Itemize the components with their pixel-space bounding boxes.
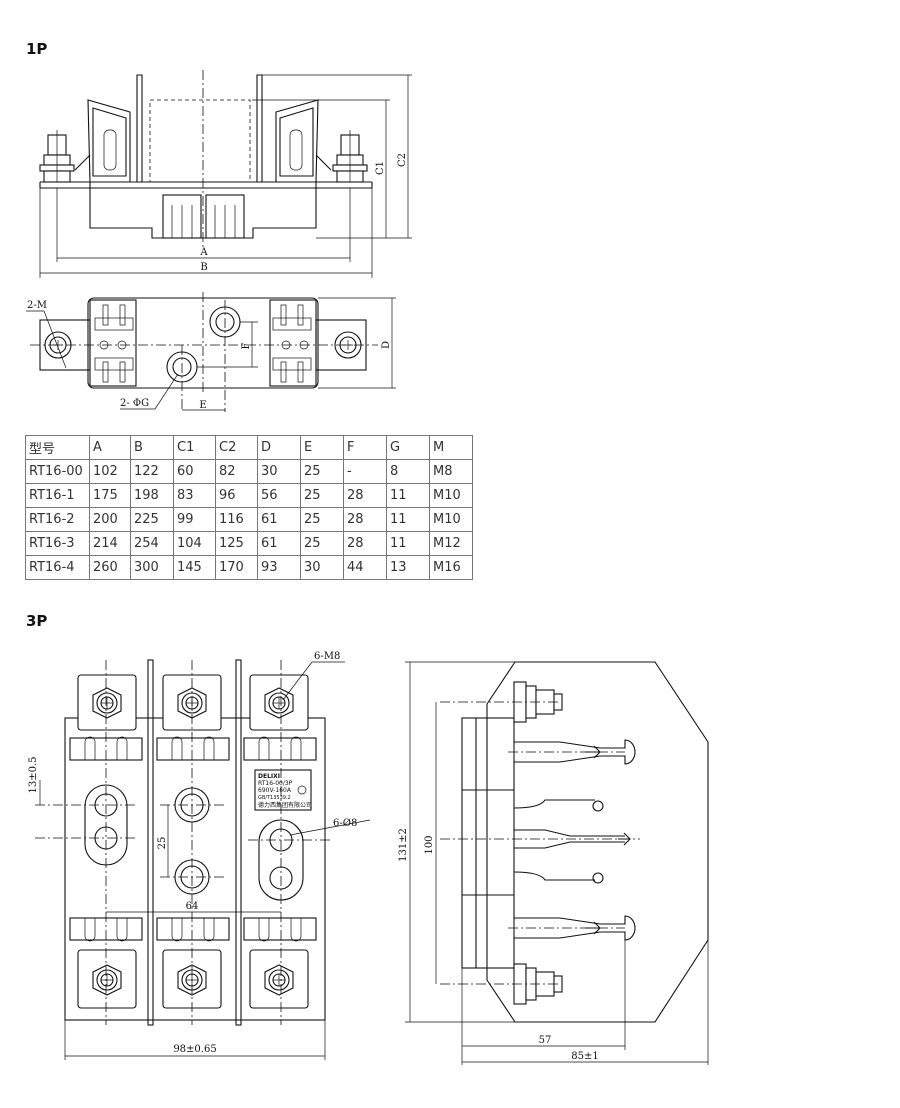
table-row: RT16-00 102 122 60 82 30 25 - 8 M8 [25,459,473,484]
table-cell: RT16-1 [25,483,90,508]
table-cell: 200 [89,507,131,532]
table-cell: 28 [343,483,387,508]
table-cell: M16 [429,555,473,580]
table-cell: 82 [215,459,258,484]
heading-3p: 3P [26,612,48,630]
col-header: B [130,435,174,460]
col-header: C2 [215,435,258,460]
table-cell: 8 [386,459,430,484]
table-cell: 122 [130,459,174,484]
label-2-phi-g: 2- ΦG [120,398,149,409]
table-cell: 260 [89,555,131,580]
col-header: E [300,435,344,460]
table-cell: M10 [429,507,473,532]
table-cell: 25 [300,459,344,484]
table-cell: 96 [215,483,258,508]
dim-e: E [199,400,206,411]
col-header: G [386,435,430,460]
table-cell: 61 [257,507,301,532]
dim-a: A [199,247,208,258]
table-cell: M12 [429,531,473,556]
table-cell: 83 [173,483,216,508]
col-header: M [429,435,473,460]
table-header-row: 型号 A B C1 C2 D E F G M [25,435,473,460]
table-cell: 28 [343,531,387,556]
table-cell: 25 [300,531,344,556]
table-cell: 214 [89,531,131,556]
table-row: RT16-1 175 198 83 96 56 25 28 11 M10 [25,483,473,508]
spec-table: 型号 A B C1 C2 D E F G M RT16-00 102 122 6… [25,435,473,580]
table-cell: RT16-3 [25,531,90,556]
table-cell: 30 [300,555,344,580]
col-header: 型号 [25,435,90,460]
table-cell: M8 [429,459,473,484]
table-cell: 125 [215,531,258,556]
dim-d: D [381,341,392,349]
table-cell: 170 [215,555,258,580]
table-cell: 11 [386,531,430,556]
table-cell: - [343,459,387,484]
table-cell: 116 [215,507,258,532]
table-cell: 56 [257,483,301,508]
label-2-m: 2-M [27,300,47,311]
table-cell: 28 [343,507,387,532]
table-cell: 25 [300,483,344,508]
table-cell: 30 [257,459,301,484]
front-view-1p: C1 C2 A B [39,70,412,278]
table-cell: 102 [89,459,131,484]
dim-f: F [241,342,252,349]
table-row: RT16-2 200 225 99 116 61 25 28 11 M10 [25,507,473,532]
table-cell: 175 [89,483,131,508]
col-header: D [257,435,301,460]
table-cell: 25 [300,507,344,532]
table-cell: 11 [386,483,430,508]
table-cell: 254 [130,531,174,556]
table-cell: 60 [173,459,216,484]
table-cell: 104 [173,531,216,556]
table-cell: 93 [257,555,301,580]
col-header: F [343,435,387,460]
table-cell: 198 [130,483,174,508]
table-cell: 44 [343,555,387,580]
top-view-1p: F D E 2-M 2- ΦG [26,292,396,412]
col-header: C1 [173,435,216,460]
table-cell: 225 [130,507,174,532]
dim-b: B [200,262,207,273]
table-cell: 300 [130,555,174,580]
dim-c1: C1 [375,161,386,175]
table-cell: 11 [386,507,430,532]
table-cell: 145 [173,555,216,580]
table-cell: RT16-4 [25,555,90,580]
table-cell: RT16-2 [25,507,90,532]
table-row: RT16-3 214 254 104 125 61 25 28 11 M12 [25,531,473,556]
table-row: RT16-4 260 300 145 170 93 30 44 13 M16 [25,555,473,580]
table-cell: M10 [429,483,473,508]
table-cell: 61 [257,531,301,556]
dim-c2: C2 [397,153,408,167]
table-cell: 99 [173,507,216,532]
col-header: A [89,435,131,460]
table-cell: RT16-00 [25,459,90,484]
heading-1p: 1P [26,40,48,58]
table-cell: 13 [386,555,430,580]
